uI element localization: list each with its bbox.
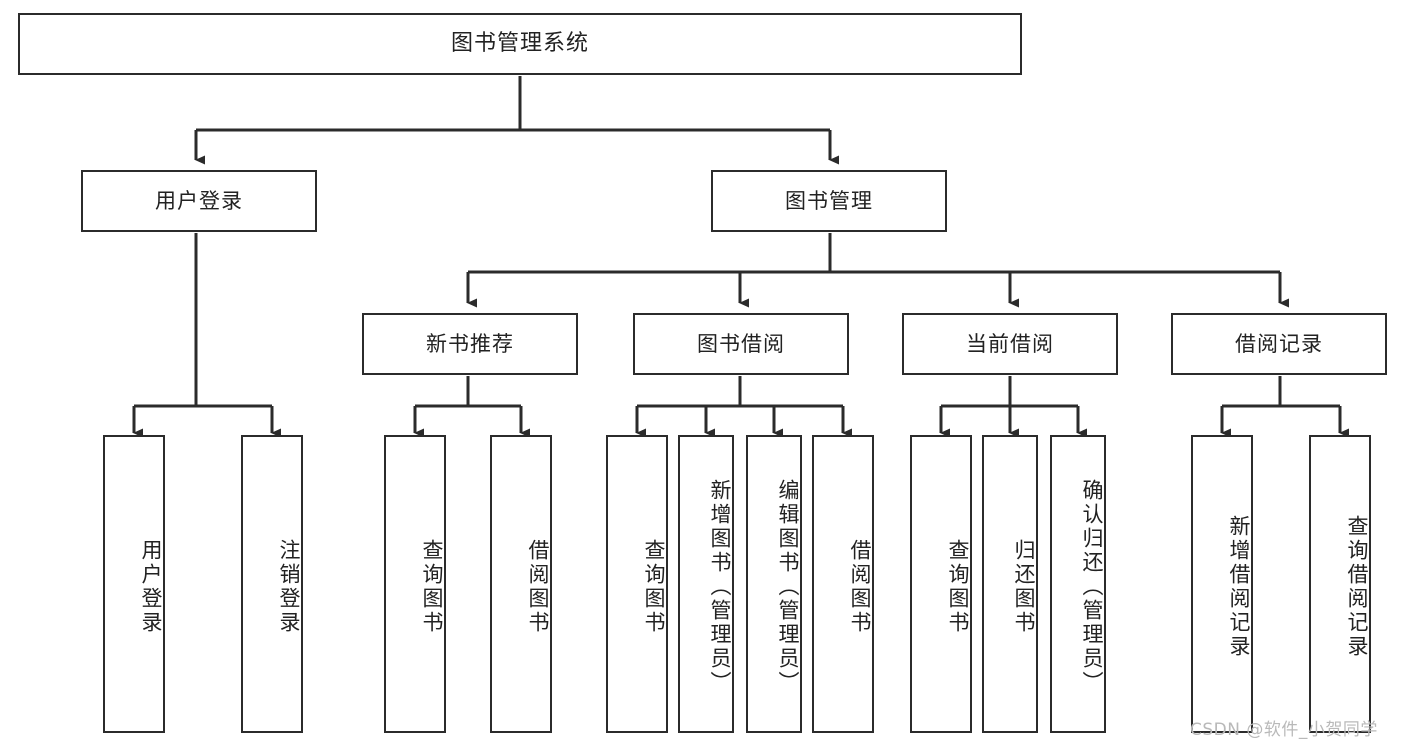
node-root-book-management-system[interactable]: 图书管理系统	[18, 13, 1022, 75]
leaf-edit-book-admin[interactable]: 编辑图书（管理员）	[746, 435, 802, 733]
leaf-borrow-book[interactable]: 借阅图书	[812, 435, 874, 733]
leaf-borrow-book-recommend[interactable]: 借阅图书	[490, 435, 552, 733]
node-label: 当前借阅	[966, 331, 1054, 356]
node-label: 归还图书	[1012, 539, 1036, 635]
leaf-query-book-current[interactable]: 查询图书	[910, 435, 972, 733]
node-label: 查询借阅记录	[1345, 515, 1369, 659]
leaf-query-book-borrow[interactable]: 查询图书	[606, 435, 668, 733]
node-book-borrow[interactable]: 图书借阅	[633, 313, 849, 375]
node-borrow-record[interactable]: 借阅记录	[1171, 313, 1387, 375]
node-label: 查询图书	[642, 539, 666, 635]
node-label: 图书借阅	[697, 331, 785, 356]
node-label: 确认归还（管理员）	[1080, 479, 1104, 695]
node-label: 图书管理系统	[450, 31, 589, 57]
node-label: 新书推荐	[426, 331, 514, 356]
node-new-book-recommend[interactable]: 新书推荐	[362, 313, 578, 375]
node-label: 借阅记录	[1235, 331, 1323, 356]
leaf-logout-login[interactable]: 注销登录	[241, 435, 303, 733]
node-user-login[interactable]: 用户登录	[81, 170, 317, 232]
node-label: 图书管理	[785, 188, 873, 213]
node-label: 编辑图书（管理员）	[776, 479, 800, 695]
leaf-query-borrow-record[interactable]: 查询借阅记录	[1309, 435, 1371, 733]
leaf-return-book[interactable]: 归还图书	[982, 435, 1038, 733]
node-label: 注销登录	[277, 539, 301, 635]
node-current-borrow[interactable]: 当前借阅	[902, 313, 1118, 375]
node-label: 查询图书	[420, 539, 444, 635]
node-label: 借阅图书	[848, 539, 872, 635]
node-label: 查询图书	[946, 539, 970, 635]
node-label: 借阅图书	[526, 539, 550, 635]
leaf-user-login[interactable]: 用户登录	[103, 435, 165, 733]
node-book-management[interactable]: 图书管理	[711, 170, 947, 232]
node-label: 新增图书（管理员）	[708, 479, 732, 695]
leaf-confirm-return-admin[interactable]: 确认归还（管理员）	[1050, 435, 1106, 733]
node-label: 新增借阅记录	[1227, 515, 1251, 659]
node-label: 用户登录	[155, 188, 243, 213]
leaf-add-borrow-record[interactable]: 新增借阅记录	[1191, 435, 1253, 733]
leaf-query-book-recommend[interactable]: 查询图书	[384, 435, 446, 733]
node-label: 用户登录	[139, 539, 163, 635]
leaf-add-book-admin[interactable]: 新增图书（管理员）	[678, 435, 734, 733]
